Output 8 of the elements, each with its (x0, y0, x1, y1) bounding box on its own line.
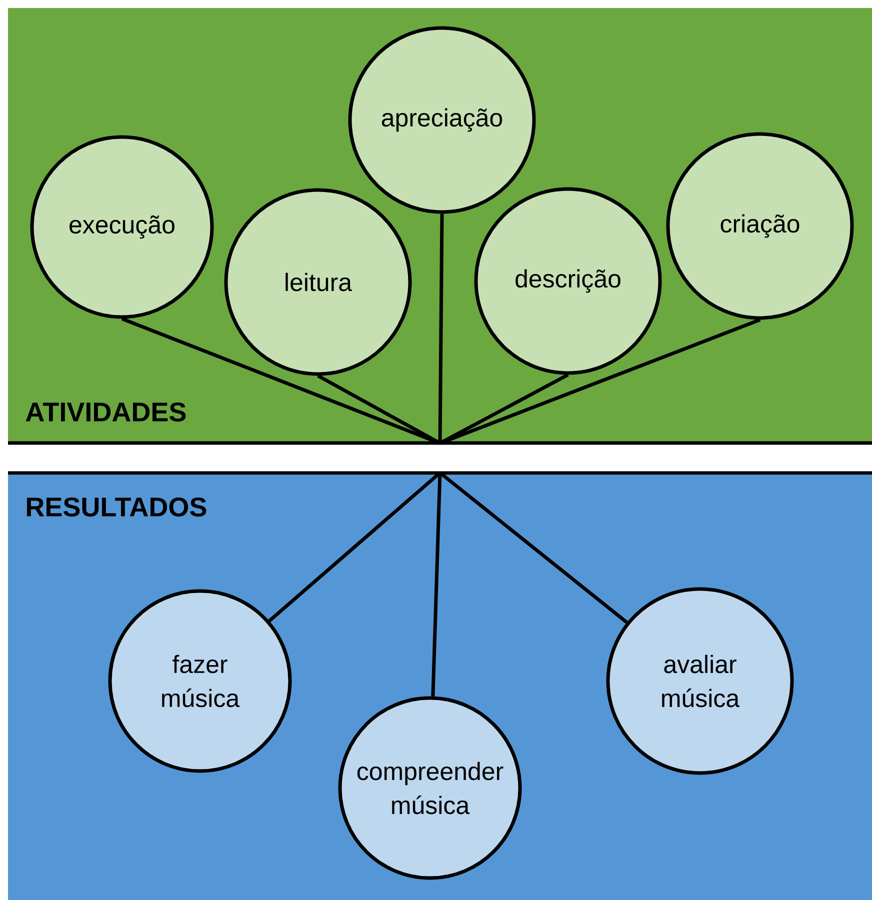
band-heading: RESULTADOS (27, 497, 206, 517)
connector-line (439, 373, 569, 445)
connector-line (438, 214, 444, 444)
connector-line (121, 317, 441, 445)
connector-line (317, 374, 441, 445)
band-heading: ATIVIDADES (26, 402, 186, 422)
connector-line (431, 472, 442, 696)
connector-line (439, 318, 761, 445)
